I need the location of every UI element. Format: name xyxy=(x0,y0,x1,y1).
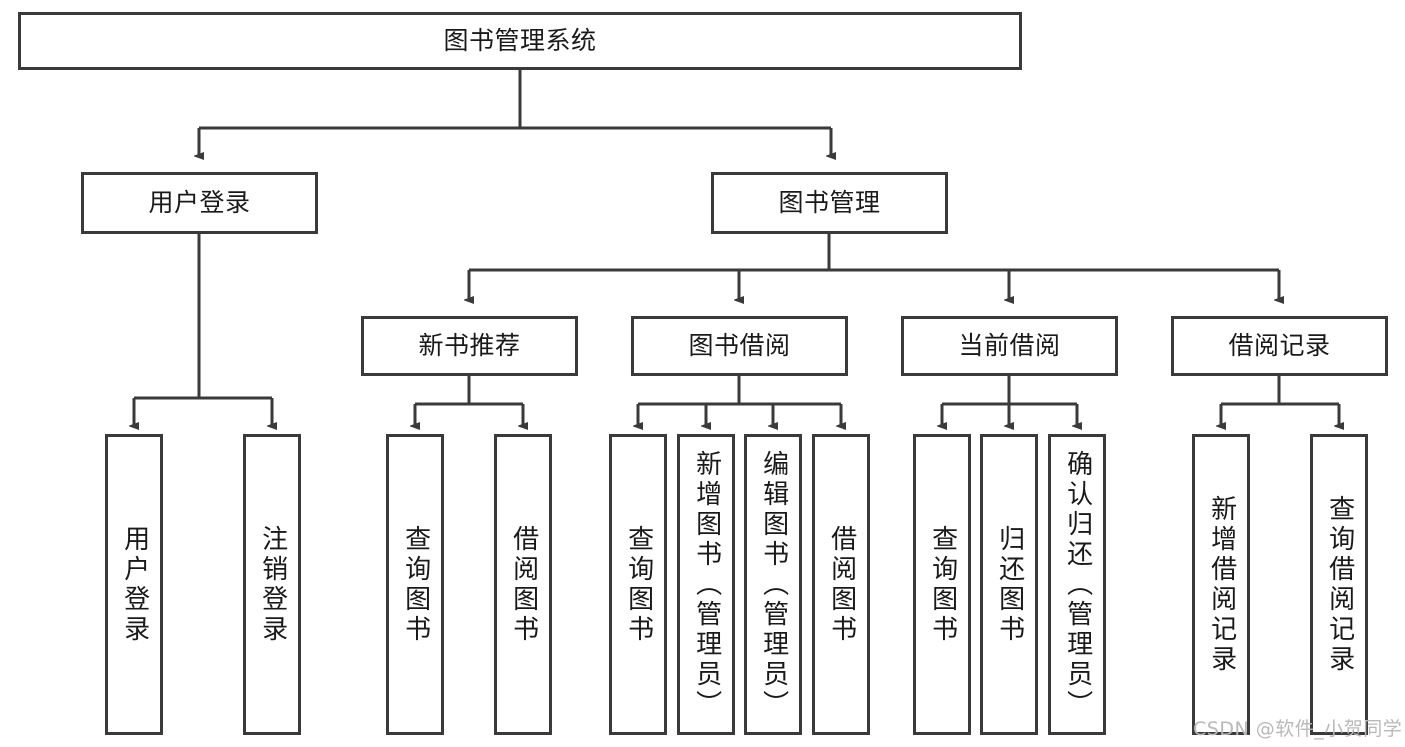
leaf-edit-book-admin[interactable]: 编辑图书（管理员） xyxy=(744,434,802,735)
node-label: 查询借阅记录 xyxy=(1324,494,1355,675)
leaf-borrow-book-1[interactable]: 借阅图书 xyxy=(494,434,552,735)
leaf-query-book-1[interactable]: 查询图书 xyxy=(386,434,444,735)
node-label: 借阅图书 xyxy=(508,524,539,645)
leaf-add-book-admin[interactable]: 新增图书（管理员） xyxy=(677,434,735,735)
node-label: 查询图书 xyxy=(927,524,958,645)
node-current-borrow[interactable]: 当前借阅 xyxy=(901,316,1118,376)
node-label: 借阅记录 xyxy=(1228,331,1331,361)
leaf-user-login[interactable]: 用户登录 xyxy=(105,434,163,735)
node-label: 归还图书 xyxy=(994,524,1025,645)
node-borrow-record[interactable]: 借阅记录 xyxy=(1171,316,1388,376)
leaf-return-book[interactable]: 归还图书 xyxy=(980,434,1038,735)
node-book-borrow[interactable]: 图书借阅 xyxy=(631,316,848,376)
node-user-login[interactable]: 用户登录 xyxy=(81,172,318,234)
node-label: 新书推荐 xyxy=(418,331,521,361)
leaf-add-borrow-record[interactable]: 新增借阅记录 xyxy=(1192,434,1250,735)
leaf-confirm-return-admin[interactable]: 确认归还（管理员） xyxy=(1048,434,1106,735)
node-label: 确认归还（管理员） xyxy=(1062,449,1093,720)
leaf-borrow-book-2[interactable]: 借阅图书 xyxy=(812,434,870,735)
node-label: 注销登录 xyxy=(257,524,288,645)
node-label: 用户登录 xyxy=(148,188,251,218)
node-root-system[interactable]: 图书管理系统 xyxy=(18,12,1022,70)
node-label: 查询图书 xyxy=(623,524,654,645)
node-label: 查询图书 xyxy=(400,524,431,645)
node-label: 编辑图书（管理员） xyxy=(758,449,789,720)
node-label: 图书管理 xyxy=(778,188,881,218)
node-label: 图书借阅 xyxy=(688,331,791,361)
node-new-book-recommend[interactable]: 新书推荐 xyxy=(361,316,578,376)
node-label: 当前借阅 xyxy=(958,331,1061,361)
node-label: 图书管理系统 xyxy=(443,26,597,56)
leaf-query-borrow-record[interactable]: 查询借阅记录 xyxy=(1310,434,1368,735)
node-label: 用户登录 xyxy=(119,524,150,645)
leaf-query-book-3[interactable]: 查询图书 xyxy=(913,434,971,735)
node-book-management[interactable]: 图书管理 xyxy=(711,172,948,234)
csdn-watermark: CSDN @软件_小贺同学 xyxy=(1193,718,1403,740)
leaf-query-book-2[interactable]: 查询图书 xyxy=(609,434,667,735)
node-label: 借阅图书 xyxy=(826,524,857,645)
node-label: 新增借阅记录 xyxy=(1206,494,1237,675)
leaf-logout-login[interactable]: 注销登录 xyxy=(243,434,301,735)
node-label: 新增图书（管理员） xyxy=(691,449,722,720)
